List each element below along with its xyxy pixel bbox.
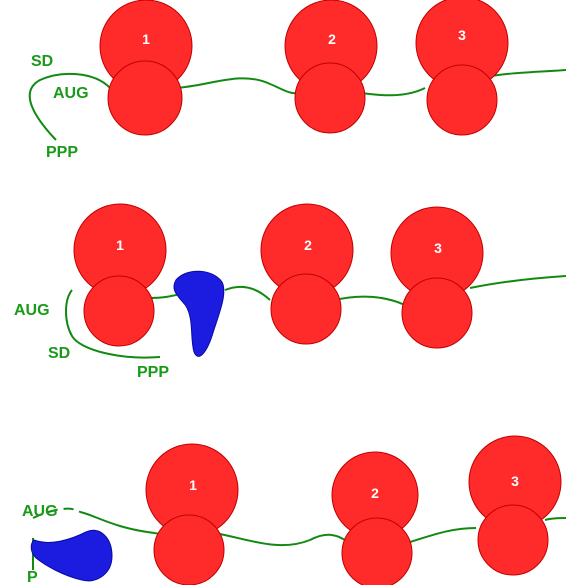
ribosome-1: 1 — [99, 0, 193, 136]
ribosome-3: 3 — [468, 435, 562, 576]
mrna-strand — [65, 275, 566, 359]
ribosome-1: 1 — [73, 203, 167, 347]
ribosome-small-subunit — [107, 60, 183, 136]
ribosome-small-subunit — [401, 277, 473, 349]
p-label: P — [27, 569, 38, 585]
panel-1: 1 2 3 SD AUG PPP — [28, 0, 566, 161]
ribosome-3: 3 — [415, 0, 509, 136]
ribosome-number: 1 — [189, 477, 197, 493]
ribosome-1: 1 — [145, 443, 239, 585]
ribosome-small-subunit — [426, 64, 498, 136]
ribosome-small-subunit — [83, 275, 155, 347]
ribosome-small-subunit — [294, 62, 366, 134]
mrna-strand-degraded — [32, 507, 81, 519]
ribosome-small-subunit — [153, 514, 225, 585]
ribosome-number: 3 — [511, 473, 519, 489]
ribosome-small-subunit — [270, 273, 342, 345]
aug-label: AUG — [22, 503, 58, 520]
ribosome-small-subunit — [477, 504, 549, 576]
aug-label: AUG — [53, 85, 89, 102]
ribosome-number: 3 — [458, 27, 466, 43]
ribosome-number: 1 — [142, 31, 150, 47]
ribosome-number: 2 — [371, 485, 379, 501]
panel-2: 1 2 3 AUG SD PPP — [14, 203, 566, 381]
panel-3: 1 2 3 AUG P — [22, 435, 566, 585]
ribosome-number: 2 — [328, 31, 336, 47]
ribosome-small-subunit — [341, 517, 413, 585]
ribosome-number: 3 — [434, 240, 442, 256]
ribosome-2: 2 — [284, 0, 378, 134]
ribosome-2: 2 — [260, 203, 354, 345]
sd-label: SD — [31, 53, 53, 70]
ribosome-2: 2 — [331, 451, 419, 585]
ribosome-3: 3 — [390, 206, 484, 349]
ribosome-number: 2 — [304, 237, 312, 253]
rnase-blob — [173, 270, 225, 357]
aug-label: AUG — [14, 302, 50, 319]
sd-label: SD — [48, 345, 70, 362]
mrna-strand — [28, 69, 566, 141]
ppp-label: PPP — [137, 364, 169, 381]
rnase-blob — [30, 529, 113, 582]
ribosome-number: 1 — [116, 237, 124, 253]
ppp-label: PPP — [46, 144, 78, 161]
